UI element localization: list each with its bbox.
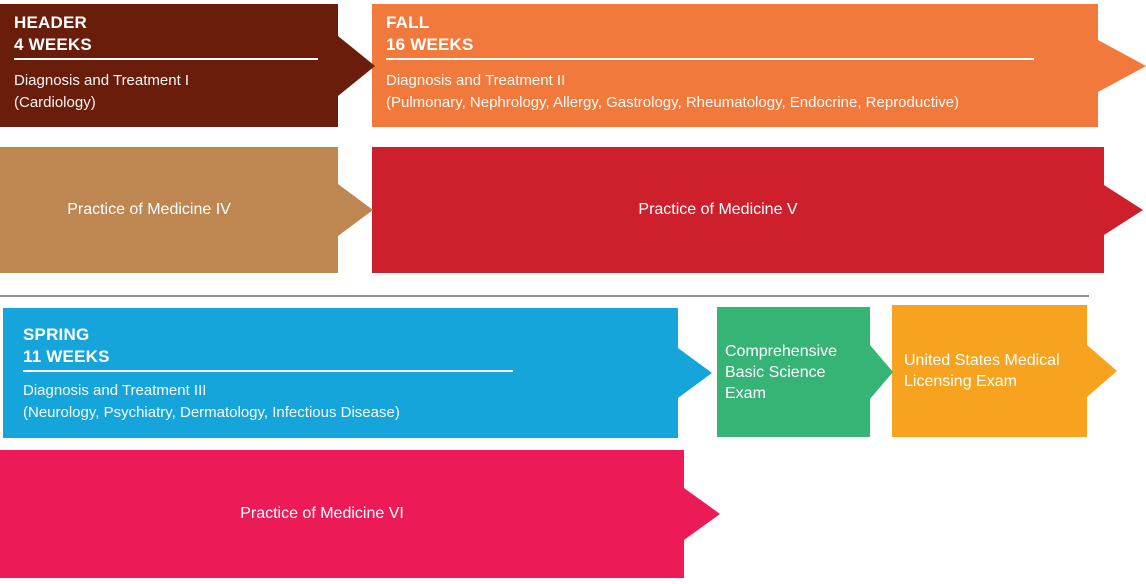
pom4-label: Practice of Medicine IV: [67, 201, 231, 218]
header-block-title-line2: 4 WEEKS: [14, 35, 92, 54]
usmle-arrow-tip: [1087, 345, 1117, 397]
fall-block-body-line1: Diagnosis and Treatment II: [386, 72, 566, 89]
practice-of-medicine-6-block: Practice of Medicine VI: [0, 450, 720, 578]
header-block-body-line1: Diagnosis and Treatment I: [14, 72, 190, 89]
usmle-block: United States Medical Licensing Exam: [892, 305, 1117, 437]
spring-11-weeks-block: SPRING 11 WEEKS Diagnosis and Treatment …: [3, 308, 712, 438]
spring-block-arrow-tip: [678, 348, 712, 398]
spring-block-body-line1: Diagnosis and Treatment III: [23, 382, 207, 399]
pom5-arrow-tip: [1104, 185, 1143, 235]
pom6-label: Practice of Medicine VI: [240, 505, 404, 522]
header-block-body-line2: (Cardiology): [14, 94, 96, 111]
spring-block-body-line2: (Neurology, Psychiatry, Dermatology, Inf…: [23, 404, 400, 421]
spring-block-title-line1: SPRING: [23, 325, 90, 344]
pom5-label: Practice of Medicine V: [638, 201, 798, 218]
pom4-arrow-tip: [338, 184, 373, 236]
cbse-arrow-tip: [870, 345, 893, 399]
fall-block-body-line2: (Pulmonary, Nephrology, Allergy, Gastrol…: [386, 94, 960, 111]
header-4-weeks-block: HEADER 4 WEEKS Diagnosis and Treatment I…: [0, 4, 375, 127]
practice-of-medicine-4-block: Practice of Medicine IV: [0, 147, 373, 273]
fall-block-arrow-tip: [1098, 39, 1146, 92]
spring-block-underline: [23, 370, 513, 372]
cbse-label: Comprehensive Basic Science Exam: [725, 342, 838, 402]
comprehensive-basic-science-exam-block: Comprehensive Basic Science Exam: [717, 307, 893, 437]
practice-of-medicine-5-block: Practice of Medicine V: [372, 147, 1143, 273]
pom6-arrow-tip: [684, 488, 720, 540]
fall-16-weeks-block: FALL 16 WEEKS Diagnosis and Treatment II…: [372, 4, 1146, 127]
fall-block-title-line1: FALL: [386, 13, 430, 32]
header-block-arrow-tip: [338, 35, 375, 96]
header-block-title-line1: HEADER: [14, 13, 87, 32]
semester-divider-line: [0, 295, 1089, 297]
fall-block-underline: [386, 58, 1034, 60]
usmle-label: United States Medical Licensing Exam: [904, 352, 1060, 390]
header-block-underline: [14, 58, 318, 60]
spring-block-title-line2: 11 WEEKS: [23, 347, 110, 366]
fall-block-title-line2: 16 WEEKS: [386, 35, 474, 54]
